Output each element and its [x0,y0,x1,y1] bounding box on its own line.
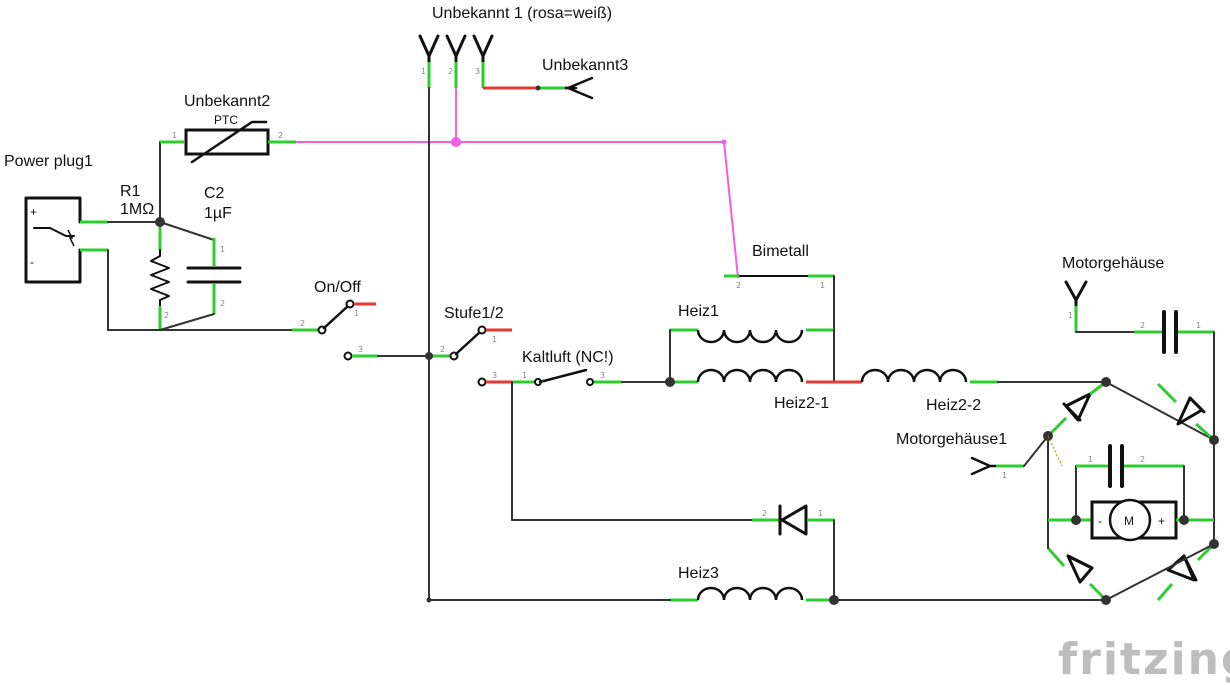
motorgehaeuse-connector: 1 [1064,280,1088,332]
label-heiz1: Heiz1 [678,303,719,320]
motor-plus-sign: + [1158,514,1165,528]
svg-text:1: 1 [1088,455,1093,464]
svg-text:1: 1 [818,509,823,518]
label-kaltluft: Kaltluft (NC!) [522,349,614,366]
dc-motor: M - + [1048,498,1214,542]
label-unbekannt1: Unbekannt 1 (rosa=weiß) [432,5,612,22]
label-c2-value: 1µF [204,205,232,222]
svg-text:3: 3 [600,371,605,380]
unbekannt1-connectors: 1 2 3 [418,34,494,88]
label-motorgehaeuse: Motorgehäuse [1062,255,1164,272]
label-r1-name: R1 [120,183,141,200]
c2-capacitor: 1 2 [159,221,242,331]
on-off-switch: 2 1 3 [292,299,378,361]
power-plug-symbol: + - [24,196,108,284]
svg-text:2: 2 [300,319,305,328]
svg-text:2: 2 [448,67,453,76]
motor-minus-sign: - [1098,514,1102,528]
svg-text:2: 2 [1140,455,1145,464]
svg-text:2: 2 [220,299,225,308]
svg-text:2: 2 [164,311,169,320]
svg-text:1: 1 [1068,311,1073,320]
plug-plus-sign: + [30,205,37,219]
heiz1-coil [670,328,834,344]
svg-text:2: 2 [762,509,767,518]
svg-text:2: 2 [278,131,283,140]
diode-main: 2 1 [752,504,834,536]
label-motorgehaeuse1: Motorgehäuse1 [896,431,1007,448]
label-heiz3: Heiz3 [678,565,719,582]
ptc-thermistor: 1 2 [172,120,296,164]
motorgehaeuse1-connector: 1 [970,456,1024,480]
label-power-plug: Power plug1 [4,153,93,170]
svg-text:2: 2 [736,281,741,290]
svg-text:1: 1 [354,309,359,318]
svg-text:1: 1 [172,131,177,140]
svg-text:1: 1 [421,67,426,76]
motor-inner-capacitor: 1 2 [1075,444,1185,521]
svg-text:1: 1 [492,335,497,344]
bimetall-switch: 2 1 [724,274,834,290]
label-stufe: Stufe1/2 [444,305,504,322]
svg-text:1: 1 [522,371,527,380]
label-r1-value: 1MΩ [120,201,154,218]
svg-text:1: 1 [1196,321,1201,330]
svg-text:2: 2 [440,345,445,354]
label-ptc: PTC [214,113,238,127]
heiz2-2-coil [834,368,998,384]
stufe-switch: 2 1 3 [429,325,512,387]
svg-text:3: 3 [358,345,363,354]
r1-resistor: 2 [107,221,170,330]
svg-text:1: 1 [220,245,225,254]
plug-minus-sign: - [30,255,34,269]
kaltluft-switch: 1 3 [512,368,622,386]
label-unbekannt3: Unbekannt3 [542,57,628,74]
label-heiz2-1: Heiz2-1 [774,395,829,412]
motor-m-label: M [1124,514,1134,528]
svg-text:1: 1 [1002,471,1007,480]
svg-text:3: 3 [492,371,497,380]
bridge-rectifier [1046,380,1216,602]
label-bimetall: Bimetall [752,243,809,260]
svg-text:3: 3 [475,67,480,76]
motor-capacitor-top: 2 1 [1134,310,1214,354]
svg-text:2: 2 [1140,321,1145,330]
label-heiz2-2: Heiz2-2 [926,397,981,414]
label-c2-name: C2 [204,185,225,202]
heiz2-1-coil [670,368,834,384]
svg-text:1: 1 [820,281,825,290]
heiz3-coil [670,586,834,602]
label-on-off: On/Off [314,279,361,296]
fritzing-logo: fritzing [1058,634,1230,685]
label-unbekannt2: Unbekannt2 [184,93,270,110]
